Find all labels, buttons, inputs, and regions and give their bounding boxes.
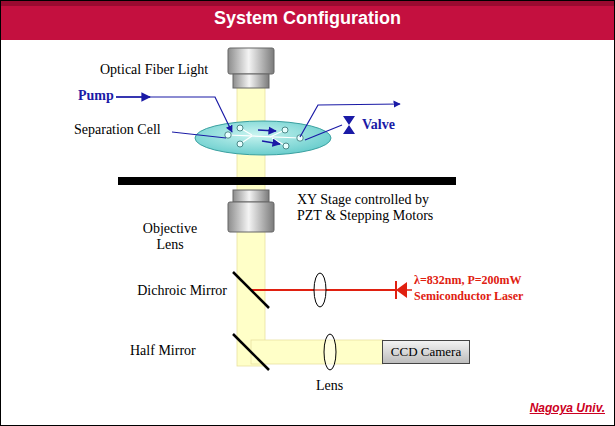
- pump-arrow: [116, 96, 150, 98]
- part-label: Half Mirror: [130, 343, 196, 359]
- part-label: Dichroic Mirror: [137, 283, 227, 299]
- affiliation: Nagoya Univ.: [530, 402, 605, 416]
- part-label: Optical Fiber Light: [100, 62, 208, 78]
- part-label: Separation Cell: [74, 122, 161, 138]
- slide-title: System Configuration: [0, 8, 615, 29]
- laser-spec: λ=832nm, P=200mW: [414, 274, 522, 288]
- pump-label: Pump: [78, 88, 114, 104]
- half-mirror: [233, 334, 269, 370]
- light-beam-camera: [251, 340, 383, 364]
- part-label: Lens: [316, 378, 343, 394]
- stage-label: XY Stage controlled by PZT & Stepping Mo…: [297, 192, 449, 224]
- fiber-light-housing: [228, 48, 274, 88]
- box-text: CCD Camera: [391, 344, 461, 360]
- laser-diode: [396, 281, 412, 299]
- xy-stage: [118, 177, 456, 185]
- laser-label: Semiconductor Laser: [414, 290, 523, 304]
- dichroic-mirror: [233, 272, 269, 308]
- cell-leader: [172, 132, 226, 138]
- valve-line: [305, 125, 342, 140]
- valve-label: Valve: [362, 117, 395, 133]
- valve-symbol: [343, 116, 355, 134]
- part-label: Objective Lens: [134, 221, 206, 253]
- objective-lens: [228, 190, 274, 232]
- outlet-line: [300, 104, 400, 137]
- title-band: [0, 0, 615, 40]
- laser-lens: [314, 273, 326, 307]
- camera-box: CCD Camera: [382, 340, 470, 364]
- camera-lens: [324, 334, 336, 370]
